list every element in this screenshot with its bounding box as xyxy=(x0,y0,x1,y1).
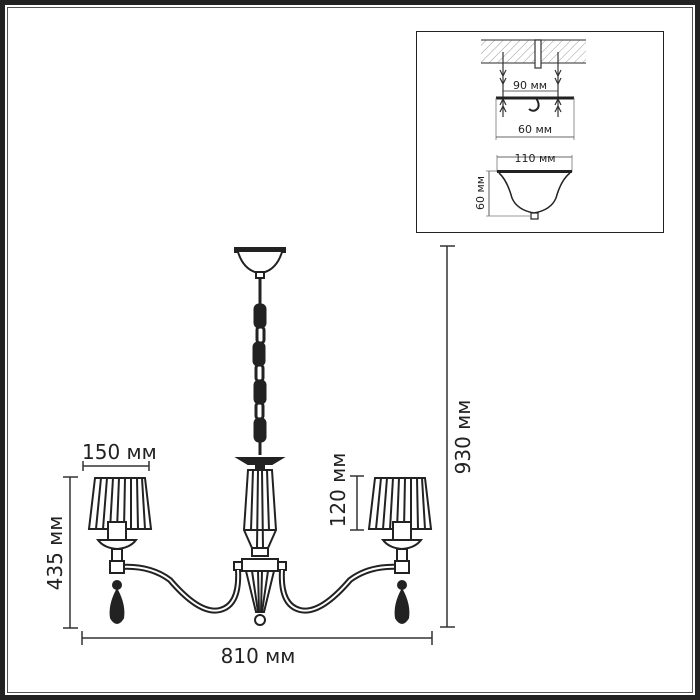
dim-shade-height-line xyxy=(350,475,364,531)
central-column xyxy=(233,457,287,626)
chain xyxy=(252,278,267,455)
label-overall-width: 810 мм xyxy=(221,644,296,668)
left-candle-holder xyxy=(95,521,139,624)
label-canopy-height: 60 мм xyxy=(474,176,487,210)
label-shade-width: 150 мм xyxy=(82,440,157,464)
left-lamp-shade xyxy=(87,477,153,530)
label-arm-height: 435 мм xyxy=(43,516,67,591)
canopy-detail xyxy=(486,155,573,220)
dim-arm-height-line xyxy=(63,476,78,629)
ceiling-canopy xyxy=(234,247,286,279)
dim-shade-width-line xyxy=(82,461,150,471)
right-lamp-shade xyxy=(367,477,433,530)
dim-overall-height-line xyxy=(440,245,455,628)
label-mount-spacing: 90 мм xyxy=(513,79,547,92)
right-candle-holder xyxy=(380,521,424,624)
label-shade-height: 120 мм xyxy=(326,453,350,528)
dim-overall-width-line xyxy=(81,631,433,645)
label-canopy-diameter: 110 мм xyxy=(514,152,555,165)
label-bracket-width: 60 мм xyxy=(518,123,552,136)
inner-frame xyxy=(7,7,693,693)
ceiling-slab xyxy=(481,39,586,69)
mounting-bracket xyxy=(495,96,575,140)
label-overall-height: 930 мм xyxy=(451,400,475,475)
right-arm xyxy=(278,563,401,614)
left-arm xyxy=(119,563,242,614)
mounting-screws xyxy=(499,52,562,117)
